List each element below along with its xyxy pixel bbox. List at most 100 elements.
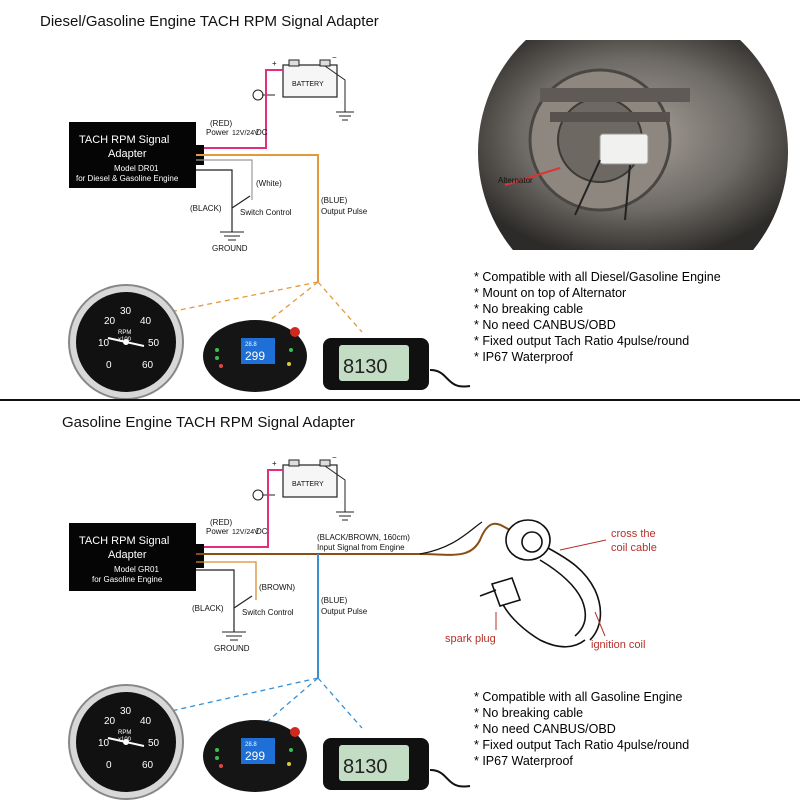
gauge-tick-30-b: 30: [120, 706, 132, 717]
top-battery-ground-symbol: [336, 111, 354, 121]
top-white-wire: [196, 159, 253, 200]
top-feature-list: * Compatible with all Diesel/Gasoline En…: [474, 270, 721, 364]
gauge-unit: RPM: [118, 330, 131, 336]
bottom-pulse-branch-dash: [261, 677, 319, 727]
bottom-pulse-branch-gauge: [139, 677, 319, 719]
bottom-battery-plus: +: [272, 459, 277, 468]
bottom-battery-ground-symbol: [336, 511, 354, 521]
gauge-tick-30: 30: [120, 306, 132, 317]
bottom-brown-wire: [196, 561, 257, 600]
bottom-key-icon: [252, 489, 275, 501]
bottom-adapter-line1: TACH RPM Signal: [79, 535, 169, 547]
top-adapter-box: TACH RPM Signal Adapter Model DR01 for D…: [69, 122, 204, 188]
ignition-coil-drawing: [479, 519, 602, 648]
top-black-wire: [196, 169, 233, 232]
top-pulse-branch-gauge: [139, 281, 319, 319]
bottom-battery-minus: −: [332, 453, 337, 462]
gauge-tick-40: 40: [140, 316, 152, 327]
bottom-lcd-reading: 8130: [343, 756, 388, 778]
coil-cross-leader: [559, 539, 607, 551]
gauge-tick-60-b: 60: [142, 760, 154, 771]
top-dash-reading: 299: [245, 349, 265, 363]
bottom-input-color: (BLACK/BROWN, 160cm): [317, 533, 410, 542]
top-key-icon: [252, 89, 275, 101]
gauge-tick-10: 10: [98, 338, 110, 349]
top-switch-symbol: [231, 195, 251, 209]
top-pulse-wire: [196, 154, 319, 282]
bottom-power-wire: [196, 469, 283, 548]
bottom-feature-4: * IP67 Waterproof: [474, 754, 573, 768]
bottom-adapter-box: TACH RPM Signal Adapter Model GR01 for G…: [69, 523, 204, 591]
bottom-feature-2: * No need CANBUS/OBD: [474, 722, 616, 736]
coil-cross-line2: coil cable: [611, 542, 657, 554]
bottom-input-wire: [196, 522, 511, 556]
bottom-power-voltage: 12V/24V: [232, 529, 259, 536]
gauge-tick-50: 50: [148, 338, 160, 349]
top-feature-4: * Fixed output Tach Ratio 4pulse/round: [474, 334, 689, 348]
bottom-adapter-model: Model GR01: [114, 565, 159, 574]
gauge-unit-b: RPM: [118, 730, 131, 736]
top-feature-0: * Compatible with all Diesel/Gasoline En…: [474, 270, 721, 284]
top-title: Diesel/Gasoline Engine TACH RPM Signal A…: [40, 13, 379, 30]
bottom-dash-small: 28.8: [245, 742, 257, 748]
top-lcd-meter: 8130: [323, 338, 471, 390]
bottom-feature-3: * Fixed output Tach Ratio 4pulse/round: [474, 738, 689, 752]
bottom-black-wire: [196, 569, 235, 632]
bottom-switch-label: Switch Control: [242, 608, 294, 617]
bottom-adapter-line2: Adapter: [108, 549, 147, 561]
bottom-ground-label: GROUND: [214, 644, 250, 653]
top-battery: BATTERY + −: [272, 53, 338, 98]
top-dashboard: 28.8 299: [203, 320, 307, 392]
gauge-tick-0: 0: [106, 360, 112, 371]
bottom-pulse-label: Output Pulse: [321, 607, 368, 616]
bottom-feature-0: * Compatible with all Gasoline Engine: [474, 690, 682, 704]
top-pulse-branch-lcd: [317, 281, 363, 333]
bottom-power-label: Power: [206, 527, 229, 536]
bottom-feature-list: * Compatible with all Gasoline Engine * …: [474, 690, 689, 768]
gauge-tick-40-b: 40: [140, 716, 152, 727]
gauge-tick-0-b: 0: [106, 760, 112, 771]
bottom-switch-symbol: [233, 595, 253, 609]
gauge-tick-20-b: 20: [104, 716, 116, 727]
top-adapter-model: Model DR01: [114, 164, 159, 173]
bottom-dashboard: 28.8 299: [203, 720, 307, 792]
bottom-pulse-branch-lcd: [317, 677, 363, 729]
top-adapter-line2: Adapter: [108, 148, 147, 160]
bottom-power-color: (RED): [210, 518, 233, 527]
bottom-feature-1: * No breaking cable: [474, 706, 583, 720]
gauge-tick-60: 60: [142, 360, 154, 371]
top-power-color: (RED): [210, 119, 233, 128]
top-feature-1: * Mount on top of Alternator: [474, 286, 626, 300]
top-power-label: Power: [206, 128, 229, 137]
top-power-wire: [196, 69, 283, 149]
bottom-input-wire-lead: [419, 521, 483, 555]
bottom-black-label: (BLACK): [192, 604, 224, 613]
top-power-dc: DC: [256, 128, 268, 137]
top-alternator-photo: Alternator: [478, 40, 788, 250]
top-feature-3: * No need CANBUS/OBD: [474, 318, 616, 332]
top-switch-label: Switch Control: [240, 208, 292, 217]
top-ground-symbol: [220, 231, 244, 241]
bottom-switch-color: (BROWN): [259, 583, 295, 592]
ignition-coil-leader: [594, 611, 606, 637]
top-analog-gauge: 10 20 30 40 50 60 0 RPM x100: [68, 284, 184, 400]
bottom-battery-label: BATTERY: [292, 481, 324, 488]
coil-cross-line1: cross the: [611, 528, 656, 540]
top-pulse-branch-dash: [259, 281, 319, 329]
top-lcd-reading: 8130: [343, 356, 388, 378]
top-battery-label: BATTERY: [292, 81, 324, 88]
bottom-battery: BATTERY + −: [272, 453, 338, 498]
spark-plug-label: spark plug: [445, 633, 496, 645]
bottom-power-dc: DC: [256, 527, 268, 536]
bottom-input-label: Input Signal from Engine: [317, 543, 405, 552]
ignition-coil-label: ignition coil: [591, 639, 645, 651]
top-photo-label: Alternator: [498, 176, 533, 185]
bottom-analog-gauge: 10 20 30 40 50 60 0 RPM x100: [68, 684, 184, 800]
top-battery-plus: +: [272, 59, 277, 68]
top-feature-2: * No breaking cable: [474, 302, 583, 316]
bottom-dash-reading: 299: [245, 749, 265, 763]
top-ground-label: GROUND: [212, 244, 248, 253]
top-adapter-desc: for Diesel & Gasoline Engine: [76, 174, 179, 183]
bottom-ground-symbol: [222, 631, 246, 641]
